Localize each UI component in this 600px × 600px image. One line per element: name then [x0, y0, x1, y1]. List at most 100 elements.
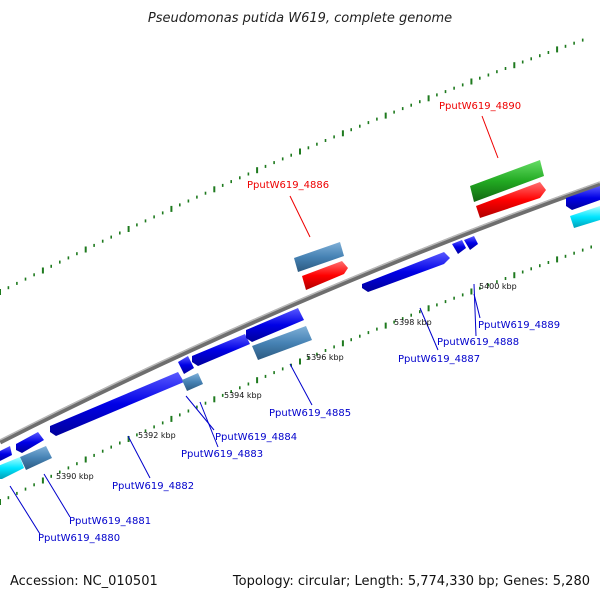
leader-line	[185, 395, 215, 431]
tick-dot	[230, 180, 232, 184]
leader-line	[43, 473, 71, 518]
tick-dot	[341, 340, 344, 347]
tick-dot	[299, 148, 301, 155]
tick-dot	[7, 286, 10, 290]
tick-dot	[367, 331, 370, 335]
tick-dot	[401, 317, 404, 321]
tick-dot	[213, 186, 216, 193]
tick-dot	[556, 46, 559, 53]
tick-dot	[410, 103, 412, 107]
tick-dot	[487, 283, 490, 287]
gene-arrow	[178, 356, 194, 374]
tick-dot	[470, 288, 473, 295]
tick-dot	[324, 139, 327, 142]
tick-dot	[556, 256, 559, 263]
tick-dot	[67, 466, 70, 470]
tick-dot	[384, 112, 387, 119]
tick-label: 5398 kbp	[394, 318, 432, 327]
tick-dot	[0, 499, 1, 505]
gene-arrow	[566, 186, 600, 210]
tick-dot	[153, 425, 155, 429]
tick-dot	[144, 429, 147, 433]
tick-dot	[479, 76, 481, 80]
tick-dot	[573, 41, 575, 45]
tick-dot	[16, 281, 18, 285]
gene-label[interactable]: PputW619_4889	[478, 320, 560, 331]
tick-dot	[453, 296, 455, 300]
tick-dot	[196, 405, 198, 409]
tick-dot	[273, 371, 275, 375]
tick-dot	[187, 199, 190, 203]
tick-dot	[564, 254, 567, 258]
gene-label[interactable]: PputW619_4881	[69, 516, 151, 527]
tick-dot	[530, 57, 532, 61]
tick-dot	[153, 215, 155, 219]
tick-dot	[581, 38, 584, 42]
tick-dot	[504, 67, 507, 70]
tick-dot	[50, 474, 52, 478]
tick-dot	[256, 167, 259, 174]
tick-dot	[84, 246, 87, 253]
tick-dot	[367, 121, 370, 125]
tick-dot	[316, 352, 318, 356]
tick-dot	[539, 264, 541, 268]
gene-label[interactable]: PputW619_4887	[398, 354, 480, 365]
gene-label[interactable]: PputW619_4888	[437, 337, 519, 348]
gene-arrow	[16, 432, 44, 453]
tick-label: 5392 kbp	[138, 431, 176, 440]
tick-dot	[581, 248, 584, 252]
tick-dot	[110, 445, 112, 449]
tick-dot	[144, 219, 147, 223]
gene-label[interactable]: PputW619_4890	[439, 101, 521, 112]
gene-label[interactable]: PputW619_4883	[181, 449, 263, 460]
gene-arrow	[252, 326, 312, 360]
leader-line	[473, 283, 477, 337]
tick-dot	[7, 496, 10, 500]
leader-line	[289, 195, 311, 238]
gene-label[interactable]: PputW619_4882	[112, 481, 194, 492]
tick-dot	[59, 470, 61, 474]
tick-dot	[101, 239, 104, 243]
tick-dot	[590, 245, 592, 249]
tick-label: 5394 kbp	[224, 391, 262, 400]
tick-dot	[264, 374, 267, 378]
tick-dot	[376, 327, 378, 331]
tick-dot	[299, 358, 301, 365]
tick-dot	[444, 90, 447, 94]
leader-line	[473, 293, 481, 319]
tick-dot	[0, 289, 1, 295]
tick-dot	[76, 462, 78, 466]
tick-dot	[307, 146, 310, 150]
tick-dot	[136, 433, 138, 437]
tick-dot	[239, 386, 241, 390]
leader-line	[419, 307, 439, 351]
tick-dot	[93, 243, 95, 247]
tick-dot	[127, 226, 130, 232]
tick-dot	[419, 310, 421, 314]
tick-dot	[247, 382, 250, 386]
tick-dot	[547, 261, 550, 264]
leader-line	[481, 115, 499, 159]
tick-dot	[436, 303, 438, 307]
gene-label[interactable]: PputW619_4886	[247, 180, 329, 191]
gene-label[interactable]: PputW619_4880	[38, 533, 120, 544]
gene-arrow	[0, 446, 12, 461]
tick-dot	[24, 487, 27, 491]
tick-dot	[41, 267, 44, 274]
tick-dot	[24, 277, 27, 281]
gene-arrow	[192, 334, 250, 366]
gene-label[interactable]: PputW619_4885	[269, 408, 351, 419]
tick-dot	[187, 409, 190, 413]
tick-dot	[427, 305, 430, 312]
gene-label[interactable]: PputW619_4884	[215, 432, 297, 443]
gene-arrow	[294, 242, 344, 272]
gene-arrow	[452, 240, 466, 254]
tick-dot	[221, 393, 224, 397]
tick-dot	[513, 272, 516, 279]
tick-dot	[16, 491, 18, 495]
gene-arrow	[0, 457, 24, 479]
tick-dot	[513, 62, 516, 69]
gene-arrow	[246, 308, 304, 342]
tick-dot	[41, 477, 44, 484]
